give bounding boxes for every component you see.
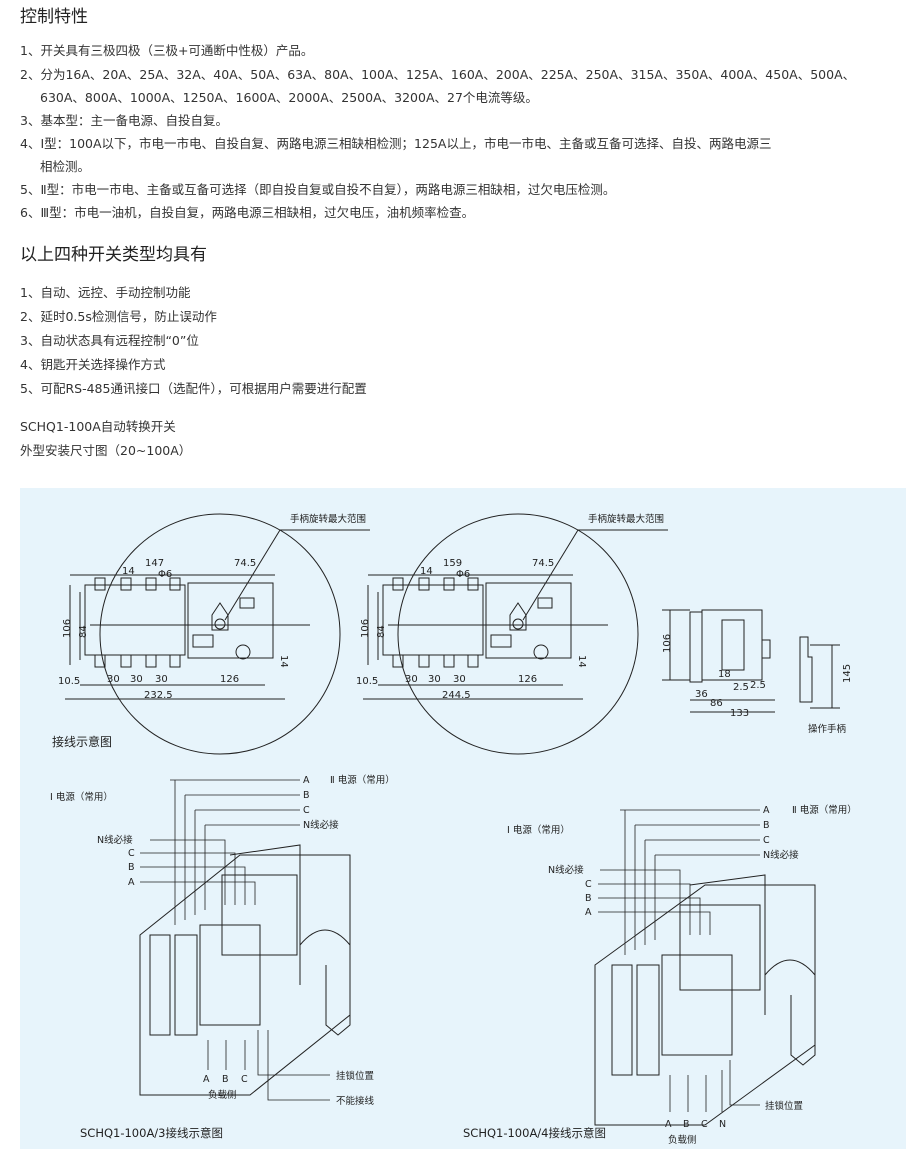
svg-text:86: 86	[710, 698, 723, 709]
svg-text:A: A	[128, 877, 135, 888]
svg-text:B: B	[128, 862, 135, 873]
svg-text:B: B	[585, 893, 592, 904]
svg-text:负载侧: 负载侧	[208, 1089, 237, 1101]
list-item: 2、分为16A、20A、25A、32A、40A、50A、63A、80A、100A…	[20, 67, 856, 82]
svg-text:SCHQ1-100A/3接线示意图: SCHQ1-100A/3接线示意图	[80, 1126, 223, 1140]
list-item: 相检测。	[40, 159, 91, 174]
svg-text:145: 145	[842, 664, 853, 683]
svg-text:N: N	[719, 1119, 726, 1130]
svg-text:N线必接: N线必接	[548, 864, 584, 876]
svg-text:30: 30	[453, 674, 466, 685]
svg-text:30: 30	[130, 674, 143, 685]
svg-text:手柄旋转最大范围: 手柄旋转最大范围	[588, 513, 664, 525]
svg-text:74.5: 74.5	[532, 558, 554, 569]
svg-text:C: C	[128, 848, 135, 859]
svg-text:Ⅰ 电源（常用）: Ⅰ 电源（常用）	[50, 791, 113, 803]
svg-text:244.5: 244.5	[442, 690, 471, 701]
svg-text:手柄旋转最大范围: 手柄旋转最大范围	[290, 513, 366, 525]
svg-text:Φ6: Φ6	[456, 569, 470, 580]
svg-text:36: 36	[695, 689, 708, 700]
svg-text:B: B	[683, 1119, 690, 1130]
svg-text:N线必接: N线必接	[97, 834, 133, 846]
svg-text:30: 30	[155, 674, 168, 685]
svg-text:C: C	[701, 1119, 708, 1130]
svg-text:A: A	[203, 1074, 210, 1085]
svg-text:SCHQ1-100A/4接线示意图: SCHQ1-100A/4接线示意图	[463, 1126, 606, 1140]
wiring-title: 接线示意图	[52, 734, 112, 749]
svg-text:N线必接: N线必接	[303, 819, 339, 831]
svg-text:126: 126	[518, 674, 537, 685]
svg-text:Ⅱ 电源（常用）: Ⅱ 电源（常用）	[330, 774, 395, 786]
svg-text:操作手柄: 操作手柄	[808, 723, 846, 735]
svg-text:负载侧: 负载侧	[668, 1134, 697, 1146]
list-item: 5、可配RS-485通讯接口（选配件），可根据用户需要进行配置	[20, 381, 367, 396]
list-item: 4、Ⅰ型：100A以下，市电一市电、自投自复、两路电源三相缺相检测；125A以上…	[20, 136, 772, 151]
front-view-3pole: 手柄旋转最大范围 147 74.5 14 Φ6 106 84 10.5 30 30 30 1…	[58, 513, 370, 755]
section-title-control: 控制特性	[20, 7, 88, 27]
svg-text:84: 84	[78, 625, 89, 638]
svg-text:C: C	[585, 879, 592, 890]
list-item: 4、钥匙开关选择操作方式	[20, 357, 166, 372]
list-item: 3、自动状态具有远程控制“0”位	[20, 333, 199, 348]
svg-text:232.5: 232.5	[144, 690, 173, 701]
svg-text:Ⅰ 电源（常用）: Ⅰ 电源（常用）	[507, 824, 570, 836]
svg-text:Φ6: Φ6	[158, 569, 172, 580]
svg-text:B: B	[303, 790, 310, 801]
svg-text:106: 106	[360, 619, 371, 638]
svg-text:2.5: 2.5	[733, 682, 749, 693]
svg-text:84: 84	[376, 625, 387, 638]
svg-text:10.5: 10.5	[58, 676, 80, 687]
svg-text:B: B	[763, 820, 770, 831]
svg-text:30: 30	[405, 674, 418, 685]
svg-text:106: 106	[62, 619, 73, 638]
svg-text:C: C	[763, 835, 770, 846]
list-item: 1、自动、远控、手动控制功能	[20, 285, 191, 300]
svg-text:挂锁位置: 挂锁位置	[765, 1100, 803, 1112]
svg-text:10.5: 10.5	[356, 676, 378, 687]
list-item: 2、延时0.5s检测信号，防止误动作	[20, 309, 217, 324]
front-view-4pole: 手柄旋转最大范围 159 74.5 14 Φ6 106 84 10.5 30 30 30 1…	[356, 513, 668, 755]
operating-handle: 145 操作手柄	[799, 636, 853, 735]
list-item: 1、开关具有三极四极（三极+可通断中性极）产品。	[20, 43, 314, 58]
svg-text:2.5: 2.5	[750, 680, 766, 691]
list-item: 5、Ⅱ型：市电一市电、主备或互备可选择（即自投自复或自投不自复），两路电源三相缺…	[20, 182, 616, 197]
svg-text:14: 14	[122, 566, 135, 577]
list-item: 3、基本型：主一备电源、自投自复。	[20, 113, 228, 128]
svg-text:C: C	[303, 805, 310, 816]
svg-text:30: 30	[428, 674, 441, 685]
svg-text:A: A	[665, 1119, 672, 1130]
svg-text:A: A	[585, 907, 592, 918]
svg-text:N线必接: N线必接	[763, 849, 799, 861]
diagram-panel: 手柄旋转最大范围 147 74.5 14 Φ6 106 84 10.5 30 30 30 1…	[20, 488, 906, 1149]
section-title-features: 以上四种开关类型均具有	[20, 245, 207, 265]
svg-text:挂锁位置: 挂锁位置	[336, 1070, 374, 1082]
svg-text:159: 159	[443, 558, 462, 569]
svg-text:126: 126	[220, 674, 239, 685]
list-item: 6、Ⅲ型：市电一油机，自投自复，两路电源三相缺相，过欠电压，油机频率检查。	[20, 205, 475, 220]
svg-text:14: 14	[278, 655, 289, 668]
dimension-drawings: 手柄旋转最大范围 147 74.5 14 Φ6 106 84 10.5 30 30 30 1…	[50, 513, 857, 1146]
svg-text:147: 147	[145, 558, 164, 569]
svg-text:18: 18	[718, 669, 731, 680]
svg-text:A: A	[303, 775, 310, 786]
svg-text:30: 30	[107, 674, 120, 685]
svg-text:C: C	[241, 1074, 248, 1085]
svg-text:A: A	[763, 805, 770, 816]
svg-text:Ⅱ 电源（常用）: Ⅱ 电源（常用）	[792, 804, 857, 816]
svg-text:B: B	[222, 1074, 229, 1085]
caption-dimensions: 外型安装尺寸图（20~100A）	[20, 443, 192, 458]
svg-text:不能接线: 不能接线	[336, 1095, 375, 1107]
list-item: 630A、800A、1000A、1250A、1600A、2000A、2500A、…	[40, 90, 538, 105]
svg-text:14: 14	[576, 655, 587, 668]
svg-text:14: 14	[420, 566, 433, 577]
svg-text:133: 133	[730, 708, 749, 719]
svg-text:106: 106	[662, 634, 673, 653]
caption-model: SCHQ1-100A自动转换开关	[20, 419, 176, 434]
svg-text:74.5: 74.5	[234, 558, 256, 569]
